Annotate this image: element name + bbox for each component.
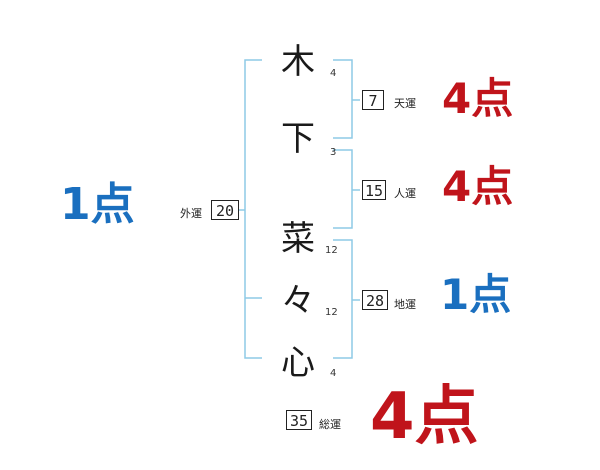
ten-bracket	[333, 59, 353, 139]
stroke-count-5: 4	[330, 368, 337, 379]
ten-value-box: 7	[362, 90, 384, 110]
gai-value-box: 20	[211, 200, 239, 220]
chi-bracket	[333, 239, 353, 359]
ten-label: 天運	[394, 97, 416, 110]
stroke-count-1: 4	[330, 68, 337, 79]
chi-label: 地運	[394, 298, 416, 311]
so-score: 4点	[370, 380, 479, 454]
stroke-count-3: 12	[325, 245, 338, 256]
so-label: 総運	[319, 418, 341, 431]
name-char-1: 木	[281, 42, 315, 82]
name-char-3: 菜	[281, 219, 315, 259]
ten-score: 4点	[442, 74, 514, 123]
jin-value-box: 15	[362, 180, 386, 200]
gai-score: 1点	[60, 179, 135, 230]
name-char-5: 心	[281, 343, 315, 383]
so-value-box: 35	[286, 410, 312, 430]
jin-label: 人運	[394, 187, 416, 200]
chi-score: 1点	[440, 270, 512, 319]
stroke-count-2: 3	[330, 147, 337, 158]
stroke-count-4: 12	[325, 307, 338, 318]
jin-score: 4点	[442, 162, 514, 211]
chi-value-box: 28	[362, 290, 388, 310]
gai-bracket	[244, 59, 262, 359]
name-char-4: 々	[281, 281, 315, 321]
jin-bracket	[333, 149, 353, 229]
gai-label: 外運	[180, 207, 202, 220]
name-char-2: 下	[281, 119, 315, 159]
